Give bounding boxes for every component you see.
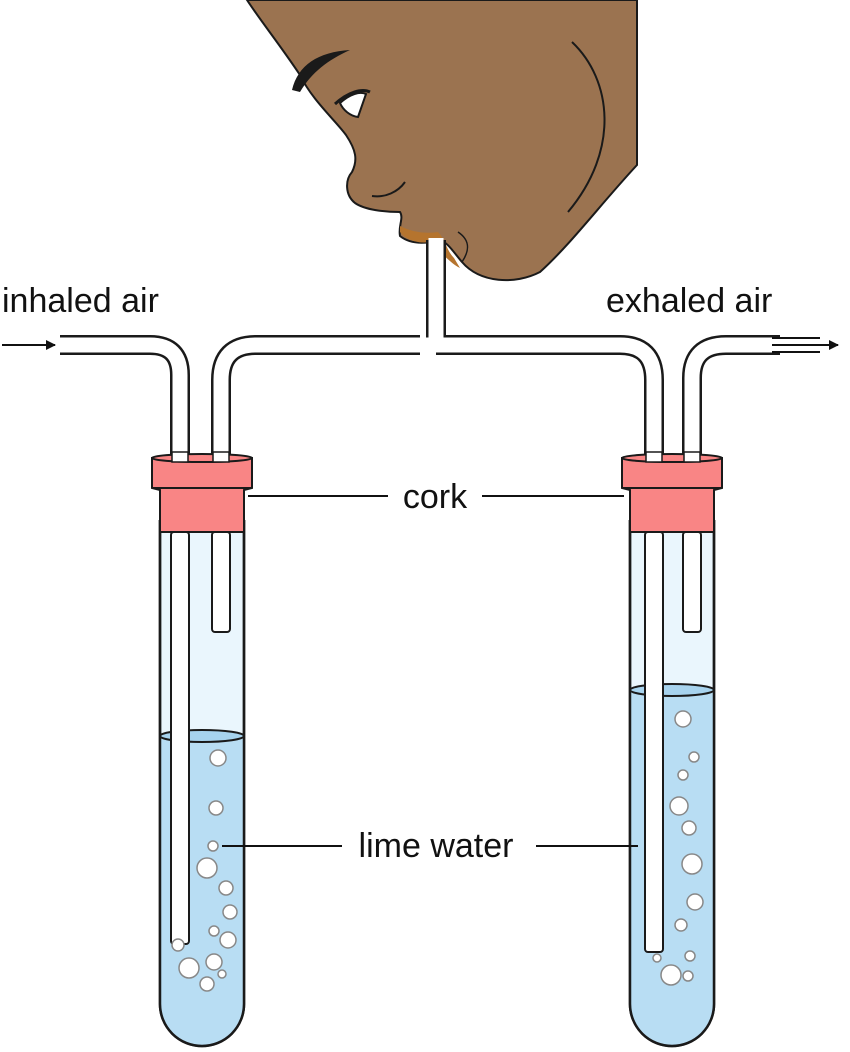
eyebrow: [292, 50, 350, 92]
right-cork: [621, 451, 723, 533]
face-shape: [245, 0, 638, 282]
right-cork-shape: [621, 457, 723, 533]
person-head: [245, 0, 638, 282]
right-test-tube: [628, 520, 716, 1048]
exhaled-air-label: exhaled air: [606, 282, 772, 320]
right-inlet-dip-tube: [644, 531, 664, 953]
nostril: [371, 181, 406, 198]
cork-label: cork: [403, 478, 468, 516]
left-cork: [151, 451, 253, 533]
eye: [338, 91, 368, 119]
left-bubbles: [171, 749, 238, 992]
chin-line: [457, 231, 469, 263]
glass-pipework: [58, 238, 782, 468]
right-liquid-surface: [629, 683, 715, 697]
left-outlet-short-tube: [211, 531, 231, 633]
ear-line: [567, 41, 606, 213]
left-cork-shape: [151, 457, 253, 533]
lips: [400, 226, 460, 268]
left-test-tube: [158, 520, 246, 1048]
right-outlet-short-tube: [682, 531, 702, 633]
right-bubbles: [652, 710, 704, 986]
exhaled-air-arrow: [772, 337, 839, 353]
eye-lid: [333, 89, 371, 106]
left-inlet-dip-tube: [170, 531, 190, 945]
lime-water-label: lime water: [359, 827, 514, 865]
inhaled-air-label: inhaled air: [2, 282, 159, 320]
